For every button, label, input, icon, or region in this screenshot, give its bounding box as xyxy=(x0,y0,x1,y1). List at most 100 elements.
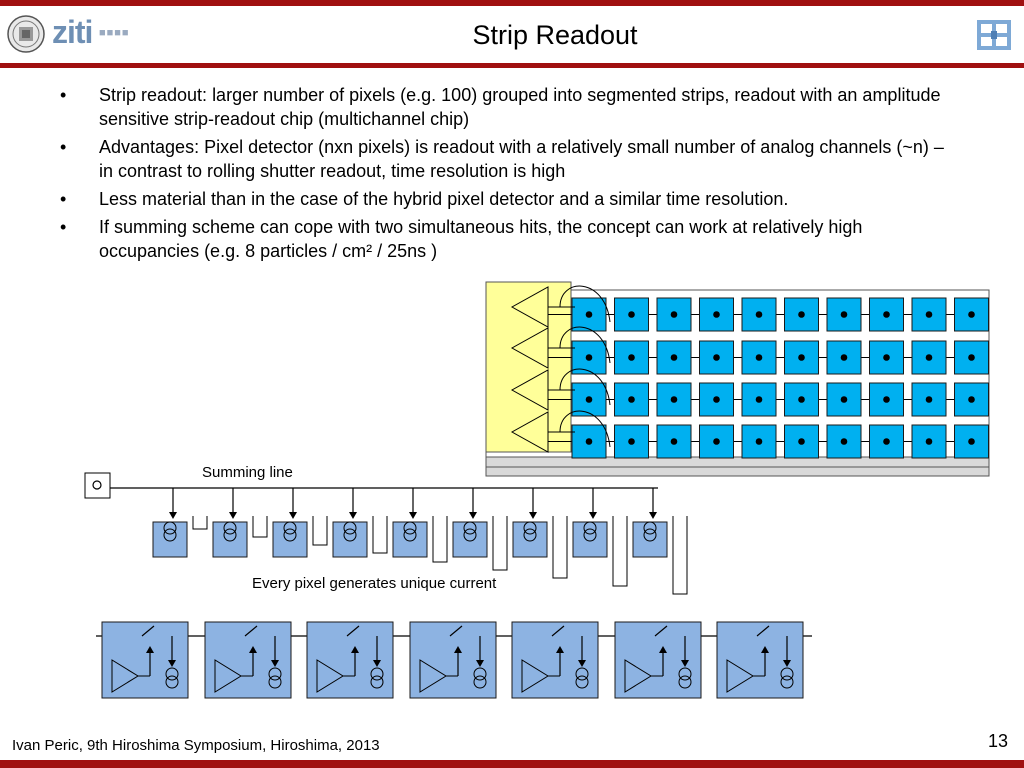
pixel-node xyxy=(755,354,763,361)
arrow-down-icon xyxy=(169,512,177,519)
arrow-down-icon xyxy=(289,512,297,519)
arrow-up-icon xyxy=(454,646,462,653)
serpentine-wire xyxy=(252,516,268,538)
feedback-arc xyxy=(559,368,611,406)
arrow-down-icon xyxy=(681,660,689,667)
serpentine-wire xyxy=(612,516,628,587)
current-source-icon xyxy=(523,528,537,542)
arrow-down-icon xyxy=(373,660,381,667)
pixel-node xyxy=(798,396,805,403)
amplifier-icon xyxy=(726,659,754,693)
pixel xyxy=(571,340,607,375)
current-source-icon xyxy=(463,528,477,542)
switch-icon xyxy=(449,625,463,637)
arrow-up-icon xyxy=(659,646,667,653)
current-pixel xyxy=(392,521,428,558)
current-pixel xyxy=(212,521,248,558)
pixel xyxy=(741,297,777,332)
arrow-down-icon xyxy=(469,512,477,519)
bullet-item: Strip readout: larger number of pixels (… xyxy=(60,83,960,131)
pixel-node xyxy=(628,311,635,318)
arrow-down-icon xyxy=(589,512,597,519)
arrow-down-icon xyxy=(271,660,279,667)
current-source-icon xyxy=(575,675,589,689)
pixel-node xyxy=(840,311,848,318)
pixel-node xyxy=(585,438,593,445)
pixel-node xyxy=(925,438,933,445)
current-source-icon xyxy=(523,521,537,535)
current-source-icon xyxy=(403,521,417,535)
arrow-down-icon xyxy=(649,512,657,519)
amplifier-icon xyxy=(316,659,344,693)
pixel-node xyxy=(968,311,975,318)
pixel-node xyxy=(628,354,635,361)
current-source-icon xyxy=(643,521,657,535)
pixel-node xyxy=(798,311,805,318)
serpentine-wire xyxy=(312,516,328,546)
heidelberg-logo-icon xyxy=(977,20,1011,50)
pixel-node xyxy=(925,396,933,403)
current-source-icon xyxy=(583,528,597,542)
serpentine-wire xyxy=(492,516,508,571)
amplifier-icon xyxy=(214,659,242,693)
current-source-icon xyxy=(403,528,417,542)
bullet-item: Less material than in the case of the hy… xyxy=(60,187,960,211)
amplifier-icon xyxy=(111,659,139,693)
arrow-up-icon xyxy=(146,646,154,653)
current-source-icon xyxy=(678,675,692,689)
amplifier-icon xyxy=(521,659,549,693)
bullet-item: If summing scheme can cope with two simu… xyxy=(60,215,960,263)
current-source-icon xyxy=(223,521,237,535)
current-source-icon xyxy=(575,667,589,681)
current-source-icon xyxy=(268,675,282,689)
unique-current-label: Every pixel generates unique current xyxy=(252,575,497,592)
bullet-item: Advantages: Pixel detector (nxn pixels) … xyxy=(60,135,960,183)
ziti-logo: ziti xyxy=(52,14,93,50)
feedback-arc xyxy=(559,326,611,364)
arrow-up-icon xyxy=(556,646,564,653)
arrow-up-icon xyxy=(249,646,257,653)
arrow-down-icon xyxy=(168,660,176,667)
page-number: 13 xyxy=(988,731,1009,751)
switch-icon xyxy=(551,625,565,637)
current-source-icon xyxy=(370,675,384,689)
pixel-node xyxy=(713,354,720,361)
arrow-down-icon xyxy=(409,512,417,519)
arrow-down-icon xyxy=(529,512,537,519)
current-sense-icon xyxy=(92,480,102,490)
current-source-icon xyxy=(163,528,177,542)
current-source-icon xyxy=(583,521,597,535)
pixel-node xyxy=(628,396,635,403)
amplifier-icon xyxy=(624,659,652,693)
current-source-icon xyxy=(268,667,282,681)
pixel xyxy=(614,382,649,417)
summing-line-label: Summing line xyxy=(202,464,293,481)
feedback-arc xyxy=(559,285,611,323)
switch-icon xyxy=(756,625,770,637)
pixel-node xyxy=(883,438,890,445)
amplifier-icon xyxy=(419,659,447,693)
pixel-node xyxy=(883,311,890,318)
pixel-node xyxy=(585,354,593,361)
arrow-down-icon xyxy=(783,660,791,667)
current-pixel xyxy=(512,521,548,558)
pixel-node xyxy=(968,396,975,403)
current-source-icon xyxy=(678,667,692,681)
current-source-icon xyxy=(463,521,477,535)
arrow-up-icon xyxy=(351,646,359,653)
pixel-node xyxy=(925,311,933,318)
pixel-node xyxy=(840,396,848,403)
serpentine-wire xyxy=(552,516,568,579)
pixel-node xyxy=(755,396,763,403)
pixel xyxy=(614,340,649,375)
pixel-node xyxy=(713,311,720,318)
switch-icon xyxy=(346,625,360,637)
arrow-down-icon xyxy=(578,660,586,667)
current-source-icon xyxy=(473,675,487,689)
pixel-node xyxy=(968,354,975,361)
serpentine-wire xyxy=(192,516,208,530)
current-source-icon xyxy=(343,521,357,535)
pixel-node xyxy=(883,396,890,403)
current-pixel xyxy=(152,521,188,558)
